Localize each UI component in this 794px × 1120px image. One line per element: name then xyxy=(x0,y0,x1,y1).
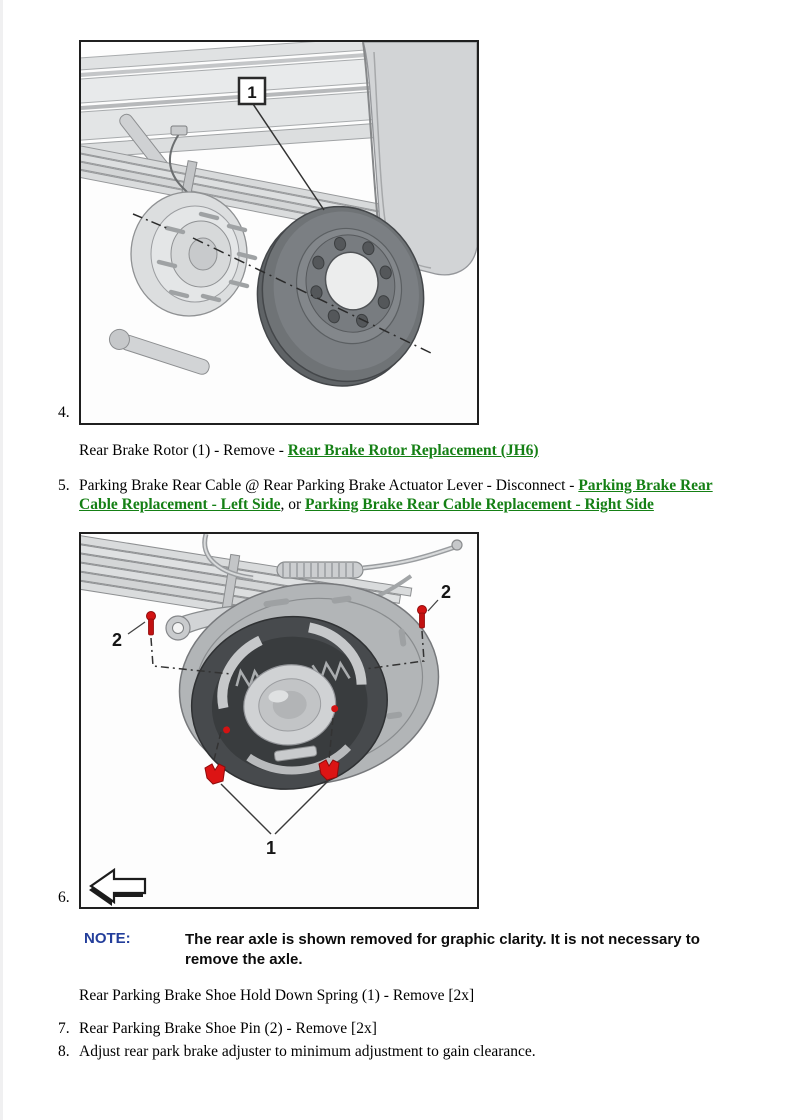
callout-1-label: 1 xyxy=(247,83,256,102)
brake-cable-right xyxy=(362,544,456,571)
hold-down-spring-left xyxy=(204,763,226,785)
shoe-pin-right-shaft xyxy=(419,612,425,629)
coil-hatching xyxy=(282,563,354,577)
callout-2-right-label: 2 xyxy=(441,582,451,602)
step4-caption-text: Rear Brake Rotor (1) - Remove - xyxy=(79,442,288,459)
rotor-illustration: 1 xyxy=(81,42,477,387)
link-cable-replacement-left[interactable]: Parking Brake Rear Cable Replacement - L… xyxy=(79,477,713,513)
step7-text: Rear Parking Brake Shoe Pin (2) - Remove… xyxy=(79,1020,377,1037)
brake-shoe-right xyxy=(308,622,367,685)
step5-number: 5. xyxy=(58,477,70,494)
step8-number: 8. xyxy=(58,1043,70,1060)
hub-assembly xyxy=(130,191,258,317)
step8-item: 8. Adjust rear park brake adjuster to mi… xyxy=(58,1042,737,1061)
step7-item: 7. Rear Parking Brake Shoe Pin (2) - Rem… xyxy=(58,1019,737,1038)
brake-cable-right-highlight xyxy=(362,546,456,569)
direction-arrow-icon xyxy=(89,867,147,905)
parking-brake-illustration: 2 2 1 xyxy=(81,534,463,906)
step8-text: Adjust rear park brake adjuster to minim… xyxy=(79,1043,536,1060)
hold-down-pin-head-right xyxy=(331,705,339,713)
callout-leader-1b xyxy=(274,779,330,835)
callout-leader-2-left xyxy=(127,621,146,635)
step5-item: 5. Parking Brake Rear Cable @ Rear Parki… xyxy=(58,476,737,514)
fender-edge xyxy=(362,42,380,233)
plate-slot xyxy=(398,628,407,647)
step5-separator: , or xyxy=(280,496,306,513)
note-text: The rear axle is shown removed for graph… xyxy=(185,931,700,968)
figure-parking-brake: 2 2 1 xyxy=(79,532,479,909)
brake-shoe-bottom xyxy=(246,744,352,775)
step6-number: 6. xyxy=(58,889,70,906)
clip-path-left xyxy=(212,731,222,765)
hold-down-spring-right xyxy=(318,759,340,781)
cable-end-fitting xyxy=(451,539,463,551)
pin-path-right xyxy=(364,630,425,670)
link-rear-brake-rotor-replacement[interactable]: Rear Brake Rotor Replacement (JH6) xyxy=(287,442,539,459)
lever-pivot-hole xyxy=(172,622,184,634)
brake-cable-left-highlight xyxy=(203,534,254,579)
suspension-link xyxy=(108,328,210,375)
clip-path-right xyxy=(328,717,334,761)
step4-caption: Rear Brake Rotor (1) - Remove - Rear Bra… xyxy=(79,441,737,460)
hold-down-pin-head-left xyxy=(223,726,231,734)
plate-slot xyxy=(386,711,403,720)
axis-line-hub xyxy=(132,213,170,230)
brake-shoe-left xyxy=(217,635,263,710)
abs-connector xyxy=(170,125,188,136)
callout-leader-1a xyxy=(220,783,272,835)
cable-coil-spring xyxy=(276,561,364,579)
step7-number: 7. xyxy=(58,1020,70,1037)
plate-slot xyxy=(263,598,290,608)
shoe-adjuster xyxy=(273,745,318,762)
step5-text: Parking Brake Rear Cable @ Rear Parking … xyxy=(79,477,579,494)
note-label: NOTE: xyxy=(84,930,131,947)
step4-number: 4. xyxy=(58,404,70,421)
page-left-edge xyxy=(0,0,3,1120)
callout-leader xyxy=(252,103,325,211)
note-block: NOTE: The rear axle is shown removed for… xyxy=(84,930,741,970)
shoe-pin-left-shaft xyxy=(148,618,154,636)
figure-rotor-removal: 1 xyxy=(79,40,479,425)
callout-box xyxy=(237,76,267,106)
lug-holes xyxy=(310,236,392,328)
callout-leader-2-right xyxy=(427,599,439,612)
plate-slot xyxy=(331,595,352,604)
callout-1-label: 1 xyxy=(266,838,276,858)
wheel-studs xyxy=(156,211,258,303)
step6-caption: Rear Parking Brake Shoe Hold Down Spring… xyxy=(79,987,475,1004)
brake-rotor xyxy=(256,205,425,387)
backing-plate-assembly xyxy=(178,582,440,790)
link-cable-replacement-right[interactable]: Parking Brake Rear Cable Replacement - R… xyxy=(305,496,654,513)
callout-2-left-label: 2 xyxy=(112,630,122,650)
